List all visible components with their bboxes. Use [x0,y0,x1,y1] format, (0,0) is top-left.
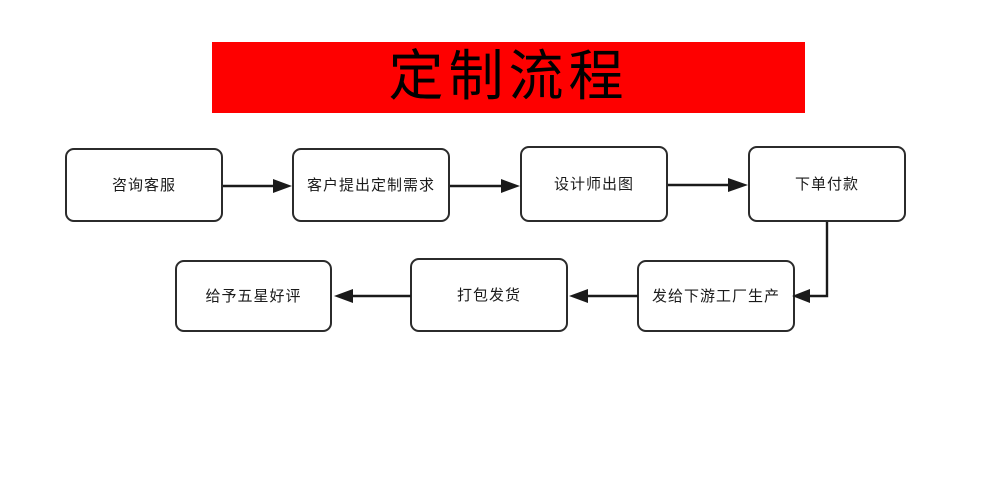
flow-node-step-7[interactable]: 给予五星好评 [175,260,332,332]
flow-node-label: 咨询客服 [111,176,176,194]
connector-step-3-to-step-4 [668,175,749,195]
flow-node-step-4[interactable]: 下单付款 [748,146,906,222]
page-title: 定制流程 [388,44,629,108]
flow-node-step-5[interactable]: 发给下游工厂生产 [637,260,795,332]
flow-node-step-3[interactable]: 设计师出图 [520,146,668,222]
connector-step-5-to-step-6 [568,286,638,306]
flow-node-label: 打包发货 [456,286,521,304]
flow-node-label: 设计师出图 [553,175,634,193]
flow-node-label: 下单付款 [794,175,859,193]
flow-node-step-6[interactable]: 打包发货 [410,258,568,332]
flow-node-step-2[interactable]: 客户提出定制需求 [292,148,450,222]
title-banner: 定制流程 [212,42,805,113]
flow-node-label: 发给下游工厂生产 [651,287,780,305]
connector-step-4-to-step-5 [790,222,840,303]
flow-node-label: 给予五星好评 [205,287,302,305]
connector-step-2-to-step-3 [450,176,521,196]
connector-step-1-to-step-2 [223,176,293,196]
flow-node-label: 客户提出定制需求 [306,176,435,194]
connector-step-6-to-step-7 [332,286,411,306]
flow-node-step-1[interactable]: 咨询客服 [65,148,223,222]
